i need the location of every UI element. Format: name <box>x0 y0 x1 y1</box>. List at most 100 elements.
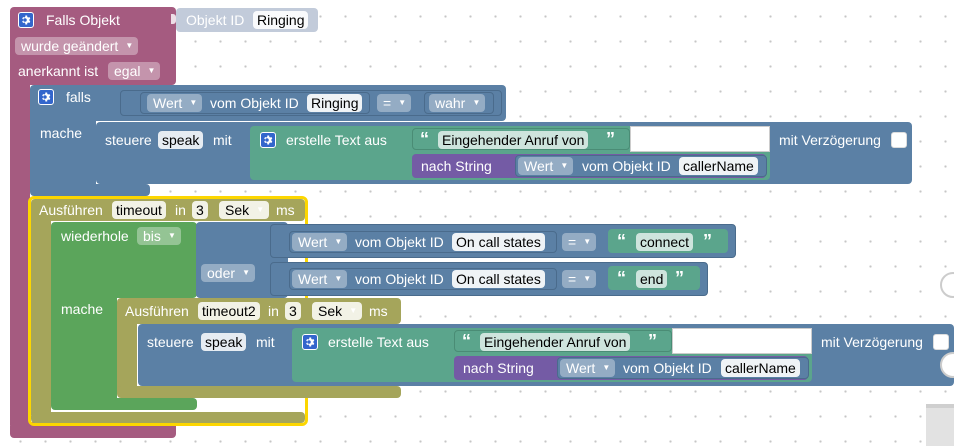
state-var-field[interactable]: speak <box>158 131 204 149</box>
or-dropdown[interactable]: oder▼ <box>201 264 256 282</box>
boolean-block[interactable] <box>424 92 494 114</box>
quote-close-icon: ” <box>648 331 657 351</box>
repeat-mode-dropdown[interactable]: bis▼ <box>137 227 181 245</box>
quote-close-icon: ” <box>606 129 615 149</box>
unit-dropdown[interactable]: Sek▼ <box>312 302 363 320</box>
value-dropdown[interactable]: Wert▼ <box>560 359 616 377</box>
dropdown-arrow-icon: ▼ <box>242 268 251 277</box>
gear-icon[interactable] <box>38 89 54 105</box>
do-label: mache <box>40 125 83 141</box>
delay-label: mit Verzögerung <box>779 132 881 148</box>
from-object-label: vom Objekt ID <box>623 360 712 376</box>
dropdown-arrow-icon: ▼ <box>602 363 611 372</box>
from-object-label: vom Objekt ID <box>582 158 671 174</box>
timeout-name-field[interactable]: timeout <box>112 201 166 219</box>
if-label: falls <box>66 89 91 105</box>
amount-field[interactable]: 3 <box>192 201 208 219</box>
to-string-label: nach String <box>421 158 492 174</box>
delay-checkbox[interactable] <box>933 334 949 350</box>
exec-label: Ausführen <box>39 202 103 218</box>
operator-dropdown[interactable]: =▼ <box>377 94 412 112</box>
repeat-spine <box>51 290 117 402</box>
text-field[interactable]: end <box>636 270 668 288</box>
amount-field[interactable]: 3 <box>285 302 301 320</box>
object-id-field[interactable]: Ringing <box>253 11 309 29</box>
operator-dropdown[interactable]: =▼ <box>562 270 597 288</box>
delay-label: mit Verzögerung <box>821 334 923 350</box>
control-label: steuere <box>147 334 194 350</box>
repeat-do-label: mache <box>61 301 104 317</box>
changed-dropdown[interactable]: wurde geändert▼ <box>15 37 139 55</box>
unit-suffix: ms <box>276 202 295 218</box>
object-id-field[interactable]: callerName <box>679 157 758 175</box>
timeout-spine <box>31 215 51 415</box>
repeat-foot <box>51 398 197 410</box>
delay-checkbox[interactable] <box>891 132 907 148</box>
value-dropdown[interactable]: Wert▼ <box>292 233 348 251</box>
value-dropdown[interactable]: Wert▼ <box>518 157 574 175</box>
dropdown-arrow-icon: ▼ <box>583 274 592 283</box>
with-label: mit <box>256 334 275 350</box>
boolean-dropdown[interactable]: wahr▼ <box>429 94 486 112</box>
if-spine <box>30 115 96 191</box>
text-field[interactable]: Eingehender Anruf von <box>480 333 631 351</box>
trigger-head[interactable] <box>10 7 176 85</box>
text-field[interactable]: Eingehender Anruf von <box>438 131 589 149</box>
timeout-name-field[interactable]: timeout2 <box>198 302 260 320</box>
object-id-field[interactable]: On call states <box>452 233 545 251</box>
dropdown-arrow-icon: ▼ <box>560 161 569 170</box>
dropdown-arrow-icon: ▼ <box>167 231 176 240</box>
text-field[interactable]: connect <box>636 233 694 251</box>
dropdown-arrow-icon: ▼ <box>147 66 156 75</box>
control-label: steuere <box>105 132 152 148</box>
create-text-label: erstelle Text aus <box>286 132 387 148</box>
timeout-foot <box>117 386 401 398</box>
dropdown-arrow-icon: ▼ <box>472 98 481 107</box>
dropdown-arrow-icon: ▼ <box>583 237 592 246</box>
quote-close-icon: ” <box>675 268 684 288</box>
repeat-head[interactable] <box>51 222 197 298</box>
if-foot <box>30 184 150 196</box>
unit-dropdown[interactable]: Sek▼ <box>219 201 270 219</box>
text-extension <box>672 328 812 354</box>
value-dropdown[interactable]: Wert▼ <box>292 270 348 288</box>
object-id-field[interactable]: On call states <box>452 270 545 288</box>
dropdown-arrow-icon: ▼ <box>189 98 198 107</box>
dropdown-arrow-icon: ▼ <box>398 98 407 107</box>
from-object-label: vom Objekt ID <box>210 95 299 111</box>
value-dropdown[interactable]: Wert▼ <box>147 94 203 112</box>
with-label: mit <box>213 132 232 148</box>
quote-open-icon: “ <box>617 231 626 251</box>
gear-icon[interactable] <box>302 334 318 350</box>
dropdown-arrow-icon: ▼ <box>349 306 358 315</box>
gear-icon[interactable] <box>260 132 276 148</box>
dropdown-arrow-icon: ▼ <box>256 205 265 214</box>
ack-label: anerkannt ist <box>18 63 99 79</box>
dropdown-arrow-icon: ▼ <box>334 237 343 246</box>
operator-dropdown[interactable]: =▼ <box>562 233 597 251</box>
in-label: in <box>175 202 186 218</box>
ack-dropdown[interactable]: egal▼ <box>108 62 161 80</box>
quote-close-icon: ” <box>703 231 712 251</box>
state-var-field[interactable]: speak <box>201 333 247 351</box>
object-id-field[interactable]: Ringing <box>307 94 363 112</box>
zoom-icon[interactable] <box>940 272 954 298</box>
exec-label: Ausführen <box>125 303 189 319</box>
dropdown-arrow-icon: ▼ <box>334 274 343 283</box>
quote-open-icon: “ <box>420 129 429 149</box>
gear-icon[interactable] <box>18 12 34 28</box>
quote-open-icon: “ <box>617 268 626 288</box>
object-id-field[interactable]: callerName <box>721 359 800 377</box>
trigger-spine <box>10 80 30 425</box>
from-object-label: vom Objekt ID <box>355 271 444 287</box>
object-id-label: Objekt ID <box>186 12 245 28</box>
create-text-label: erstelle Text aus <box>328 334 429 350</box>
text-extension <box>630 126 770 152</box>
zoom-icon[interactable] <box>940 352 954 378</box>
trash-icon[interactable] <box>926 404 954 446</box>
repeat-label: wiederhole <box>61 228 129 244</box>
trigger-foot <box>10 422 176 438</box>
timeout-foot <box>31 412 305 423</box>
quote-open-icon: “ <box>462 331 471 351</box>
input-socket <box>171 14 176 24</box>
